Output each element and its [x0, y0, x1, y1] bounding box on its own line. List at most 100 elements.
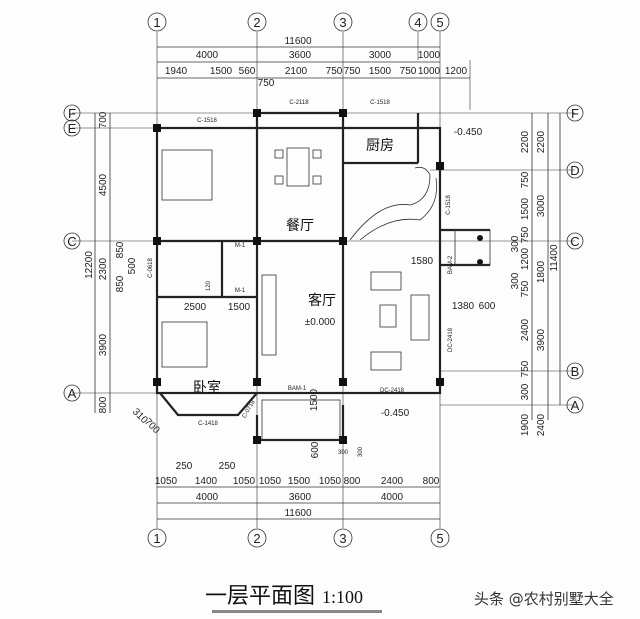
dim-text: 2500	[184, 302, 207, 313]
dim-text: 4000	[196, 492, 219, 503]
axis-1-top: 1	[153, 15, 160, 30]
dim-text: 1500	[210, 66, 233, 77]
right-dimensions: 11400 2200 3000 1800 3900 2400 2200 750 …	[510, 130, 560, 436]
dim-text: 1400	[195, 476, 218, 487]
dim-text: 3900	[536, 328, 547, 351]
dim-text: 1500	[369, 66, 392, 77]
bed-bottom	[161, 321, 208, 368]
spiral-stair	[349, 166, 431, 241]
dim-text: 1200	[445, 66, 468, 77]
inner-dimensions: 1580 1380 600 2500 1500 1500 120	[184, 256, 496, 411]
window-label: C-0618	[148, 258, 154, 278]
dim-text: 1050	[155, 476, 178, 487]
door-label: BAM-2	[448, 255, 454, 274]
dim-text: 1800	[536, 260, 547, 283]
furniture	[161, 147, 491, 441]
dim-text: 4000	[381, 492, 404, 503]
door-label: M-1	[235, 243, 246, 249]
dim-text: 850	[115, 241, 126, 258]
dim-text: 2400	[536, 413, 547, 436]
axis-C-left: C	[67, 234, 76, 249]
dim-text: 1500	[309, 388, 320, 411]
dim-text: 800	[344, 476, 361, 487]
dim-text: 11600	[284, 36, 312, 47]
dim-text: 1580	[411, 256, 434, 267]
axis-5-top: 5	[436, 15, 443, 30]
axis-2-top: 2	[253, 15, 260, 30]
dim-text: 750	[326, 66, 343, 77]
dim-text: 2400	[381, 476, 404, 487]
dim-text: 750	[400, 66, 417, 77]
dim-text: 300	[520, 383, 531, 400]
dim-text: 750	[520, 226, 531, 243]
bottom-dimensions: 1050 1400 1050 1050 1500 1050 800 2400 8…	[155, 441, 440, 519]
dim-text: 11400	[549, 244, 560, 272]
dim-text: 2200	[520, 130, 531, 153]
dim-text: 1900	[520, 413, 531, 436]
dim-text: 1380	[452, 301, 475, 312]
door-label: DC-2418	[448, 327, 454, 352]
door-label: DC-2418	[380, 388, 405, 394]
title-text: 一层平面图	[205, 584, 316, 609]
axis-F-left: F	[68, 106, 76, 121]
window-label: C-1418	[198, 421, 218, 427]
dim-text: 4000	[196, 50, 219, 61]
door-label: BAM-1	[288, 386, 307, 392]
dim-text: 700	[98, 111, 109, 128]
scale-text: 1:100	[322, 587, 364, 607]
dim-text: 4500	[98, 173, 109, 196]
opening-labels: C-2118 C-1518 C-1518 C-1518 C-0618 C-071…	[148, 100, 454, 427]
axis-E-left: E	[68, 121, 77, 136]
axis-5-bottom: 5	[436, 531, 443, 546]
axis-A-left: A	[68, 386, 77, 401]
dim-text: 300	[358, 446, 364, 457]
dim-text: 2400	[520, 318, 531, 341]
grid-lines	[72, 32, 575, 528]
dim-text: 1050	[319, 476, 342, 487]
axis-4-top: 4	[414, 15, 421, 30]
bed-top	[161, 149, 213, 201]
axis-3-top: 3	[339, 15, 346, 30]
dim-text: 800	[423, 476, 440, 487]
level-living: ±0.000	[305, 317, 336, 328]
room-kitchen: 厨房	[366, 137, 394, 153]
room-labels: 餐厅 厨房 客厅 卧室 ±0.000 -0.450 -0.450	[193, 127, 483, 419]
dim-text: 750	[344, 66, 361, 77]
window-label: C-1518	[446, 195, 452, 215]
dim-text: 750	[520, 171, 531, 188]
axis-bubbles: 1 2 3 4 5 1 2 3 5 F E C A F D C B A	[63, 12, 584, 548]
title-underline	[212, 610, 382, 613]
drawing-title: 一层平面图 1:100	[205, 578, 363, 610]
entry-steps	[454, 229, 491, 266]
room-bedroom: 卧室	[193, 379, 221, 395]
axis-F-right: F	[571, 106, 579, 121]
sofa	[370, 271, 402, 291]
dim-text: 750	[258, 78, 275, 89]
dim-text: 750	[520, 360, 531, 377]
door-label: M-1	[235, 288, 246, 294]
axis-B-right: B	[571, 364, 580, 379]
axis-C-right: C	[570, 234, 579, 249]
window-label: C-2118	[289, 100, 309, 106]
window-label: C-1518	[370, 100, 390, 106]
dim-text: 850	[115, 275, 126, 292]
top-dimensions: 11600 4000 3600 3000 1000 1940 1500 560 …	[165, 36, 468, 89]
dim-text: 3000	[536, 194, 547, 217]
dining-table	[286, 147, 310, 187]
dim-text: 2100	[285, 66, 308, 77]
dim-text: 11600	[284, 508, 312, 519]
axis-D-right: D	[570, 163, 579, 178]
room-living: 客厅	[308, 292, 336, 308]
dim-text: 1500	[520, 197, 531, 220]
axis-1-bottom: 1	[153, 531, 160, 546]
dim-text: 120	[206, 280, 212, 291]
dimension-lines	[94, 46, 561, 520]
dim-text: 500	[127, 257, 138, 274]
dim-text: 800	[98, 396, 109, 413]
dim-text: 2300	[98, 257, 109, 280]
room-dining: 餐厅	[286, 217, 314, 233]
dim-text: 1500	[288, 476, 311, 487]
tv-cabinet	[261, 274, 277, 356]
